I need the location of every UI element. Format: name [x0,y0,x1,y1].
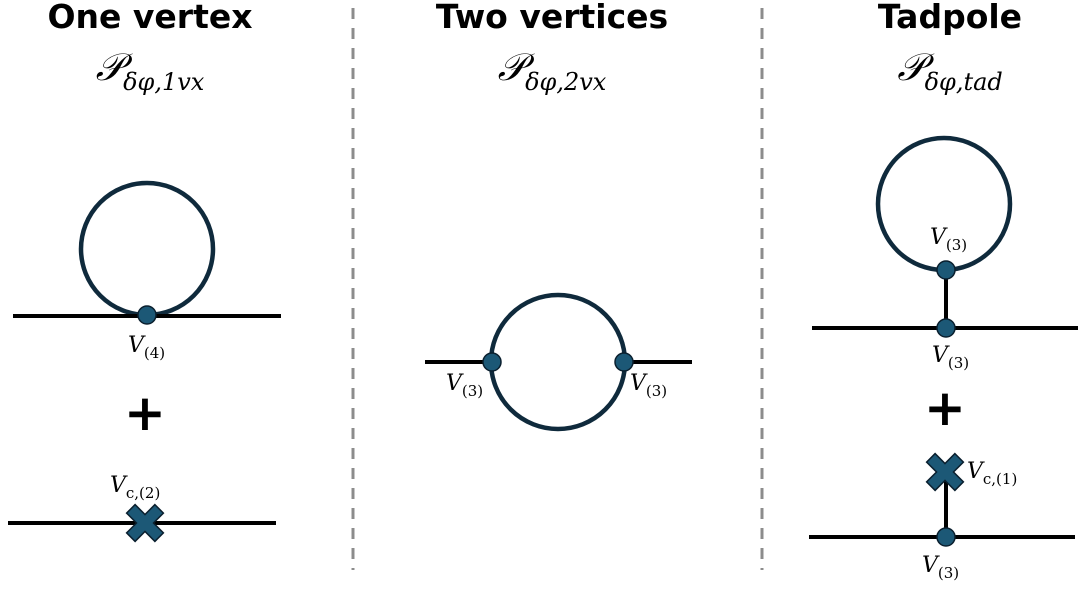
label-letter: V [446,371,464,396]
plus-sign: + [124,384,166,442]
label-subscript: (4) [144,344,165,362]
label-letter: V [110,473,128,498]
panel-two-vertices: Two vertices 𝒫δφ,2vx V(3) V(3) [425,0,692,432]
symbol-subscript: δφ,2vx [525,68,607,96]
label-letter: V [932,343,950,368]
symbol-subscript: δφ,tad [925,68,1003,96]
label-letter: V [930,225,948,250]
line-vertex-label: V(3) [932,343,969,372]
vertex-dot [936,527,956,547]
label-subscript: (3) [938,564,959,582]
panel-tadpole: Tadpole 𝒫δφ,tad V(3) V(3) + Vc,(1) V(3) [809,0,1078,582]
loop [488,292,628,432]
right-vertex-label: V(3) [630,371,667,400]
label-subscript: c,(1) [983,470,1017,488]
symbol-subscript: δφ,1vx [123,68,205,96]
panel-symbol: 𝒫δφ,2vx [498,45,607,96]
label-letter: V [967,459,985,484]
loop-vertex-label: V(3) [930,225,967,254]
vertex-label: V(4) [128,333,165,362]
vertex-dot [482,352,502,372]
label-subscript: (3) [646,382,667,400]
label-subscript: c,(2) [126,484,160,502]
bottom-vertex-label: V(3) [922,553,959,582]
left-vertex-label: V(3) [446,371,483,400]
counterterm-cross-icon [125,503,165,543]
vertex-dot [936,260,956,280]
panel-one-vertex: One vertex 𝒫δφ,1vx V(4) + Vc,(2) [8,0,281,543]
panel-symbol: 𝒫δφ,tad [897,45,1003,96]
panel-symbol: 𝒫δφ,1vx [96,45,205,96]
label-subscript: (3) [462,382,483,400]
panel-title: Tadpole [878,0,1022,36]
panel-title: One vertex [47,0,252,36]
counterterm-cross-icon [925,452,965,492]
label-letter: V [922,553,940,578]
label-letter: V [128,333,146,358]
loop [875,135,1013,273]
panel-title: Two vertices [436,0,668,36]
loop [78,180,216,318]
plus-sign: + [924,379,966,437]
vertex-dot [614,352,634,372]
vertex-dot [936,318,956,338]
counterterm-label: Vc,(1) [967,459,1017,488]
vertex-dot [137,305,157,325]
label-subscript: (3) [946,236,967,254]
label-letter: V [630,371,648,396]
counterterm-label: Vc,(2) [110,473,160,502]
label-subscript: (3) [948,354,969,372]
